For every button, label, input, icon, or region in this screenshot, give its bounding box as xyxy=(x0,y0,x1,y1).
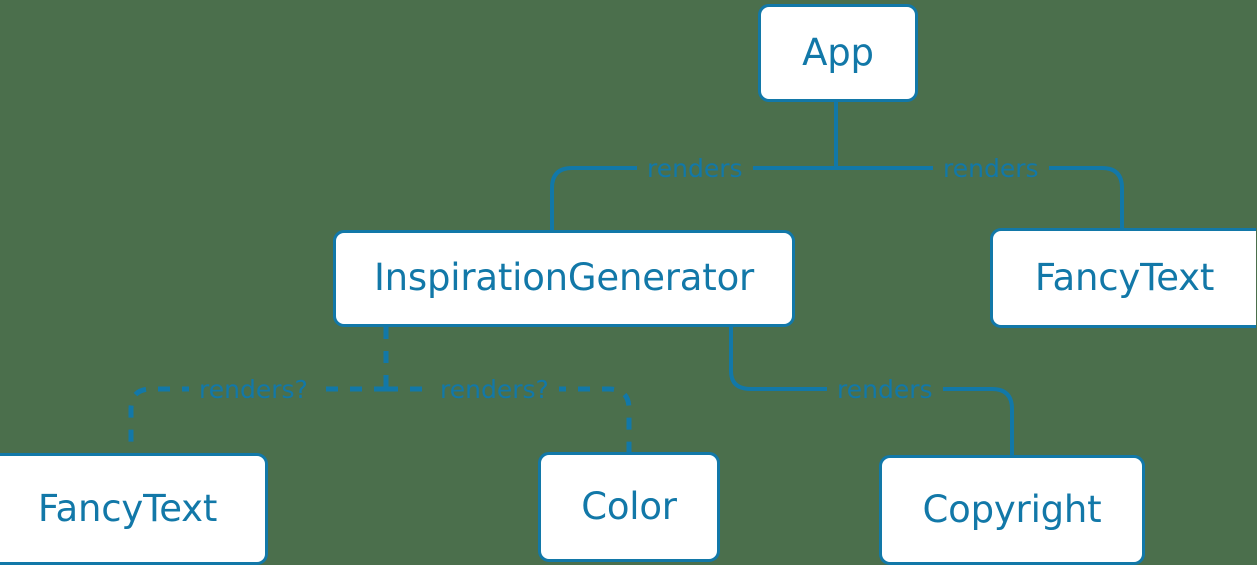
edge-label-app-to-fancytext: renders xyxy=(933,156,1049,181)
edge-app-to-fancytext xyxy=(834,166,1124,230)
node-color[interactable]: Color xyxy=(538,452,720,562)
node-fancytext-left-label: FancyText xyxy=(37,486,218,530)
node-copyright[interactable]: Copyright xyxy=(879,455,1145,565)
edge-app-to-inspirationgenerator xyxy=(550,166,838,232)
edge-inspirationgenerator-to-color xyxy=(386,386,632,452)
edge-label-app-to-inspirationgenerator: renders xyxy=(637,156,753,181)
edge-label-inspirationgenerator-to-color: renders? xyxy=(430,377,559,402)
node-app[interactable]: App xyxy=(758,4,918,102)
node-copyright-label: Copyright xyxy=(922,487,1102,531)
node-inspirationgenerator-label: InspirationGenerator xyxy=(373,256,755,299)
node-app-label: App xyxy=(802,30,874,74)
node-fancytext-right-label: FancyText xyxy=(1034,255,1215,299)
edge-label-inspirationgenerator-to-copyright: renders xyxy=(827,377,943,402)
node-fancytext-right[interactable]: FancyText xyxy=(990,228,1256,328)
edge-inspirationgenerator-to-fancytext xyxy=(128,386,386,453)
node-inspirationgenerator[interactable]: InspirationGenerator xyxy=(333,230,795,327)
edge-label-inspirationgenerator-to-fancytext: renders? xyxy=(189,377,318,402)
node-fancytext-left[interactable]: FancyText xyxy=(0,453,268,565)
node-color-label: Color xyxy=(581,484,677,528)
